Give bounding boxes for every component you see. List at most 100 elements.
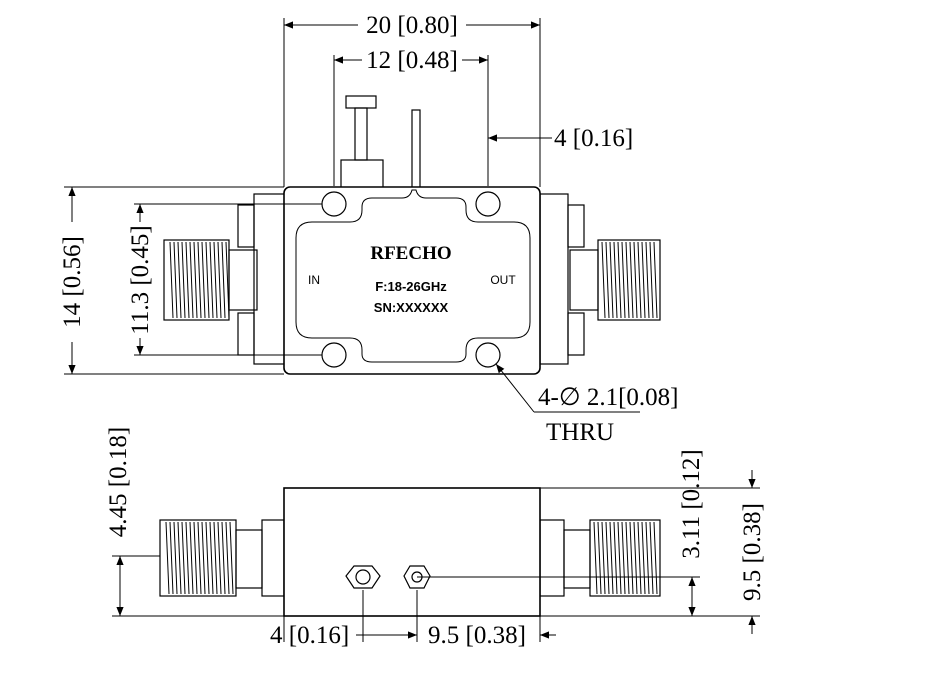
thread-line [197,521,202,595]
feedthrough-pin [411,109,421,189]
thread-line [617,521,622,595]
thread-line [629,521,634,595]
thread-line [633,241,638,319]
thread-line [217,241,222,319]
thread-line [653,241,658,319]
thread-line [613,521,618,595]
thread-line [605,521,610,595]
thread-left-side [165,521,234,595]
top-view: RFECHO F:18-26GHz SN:XXXXXX IN OUT [163,95,661,375]
brand-label: RFECHO [370,243,451,264]
dim-hole-spacing-y-text: 11.3 [0.45] [127,225,154,334]
bias-terminal [340,95,384,189]
thread-line [649,241,654,319]
thread-left-top [169,241,230,319]
thread-line [177,521,182,595]
side-view [159,487,700,617]
dim-hole-edge-offset: 4 [0.16] [488,125,633,152]
thread-line [625,241,630,319]
thread-line [621,241,626,319]
thread-line [649,521,654,595]
thread-line [621,521,626,595]
housing-side [283,487,541,617]
dim-bias-offset-text: 4 [0.16] [270,622,349,649]
dim-overall-length: 20 [0.80] [283,12,541,187]
serial-label: SN:XXXXXX [374,300,449,315]
dim-overall-width-text: 14 [0.56] [59,236,86,328]
thread-line [181,521,186,595]
left-connector-top [163,193,287,365]
thread-line [173,241,178,319]
dim-hole-spacing-y: 11.3 [0.45] [127,203,322,356]
right-connector-side [539,519,661,597]
dim-overall-length-text: 20 [0.80] [366,12,458,39]
right-connector-top [539,193,661,365]
port-in-label: IN [308,273,320,287]
thread-line [637,521,642,595]
left-connector-side [159,519,285,597]
dim-pin-height: 3.11 [0.12] [540,449,760,617]
thread-line [221,241,226,319]
hole-callout-note: THRU [546,419,614,446]
thread-line [185,521,190,595]
thread-line [225,521,230,595]
bias-terminal-side [345,565,381,589]
thread-line [633,521,638,595]
thread-line [217,521,222,595]
cavity-outline [295,189,531,363]
thread-line [641,241,646,319]
thread-line [189,521,194,595]
mount-hole [475,191,501,217]
bias-terminal-side-inner [355,569,371,585]
thread-line [193,521,198,595]
dim-pin-height-text: 3.11 [0.12] [678,449,705,558]
thread-line [177,241,182,319]
thread-line [601,521,606,595]
thread-line [605,241,610,319]
feedthrough-pin-side [403,565,431,589]
dim-hole-spacing-x-text: 12 [0.48] [366,47,458,74]
thread-line [597,521,602,595]
thread-line [209,521,214,595]
thread-line [229,521,234,595]
dim-overall-height: 9.5 [0.38] [540,470,766,634]
thread-line [641,521,646,595]
thread-line [645,241,650,319]
thread-line [225,241,230,319]
thread-line [617,241,622,319]
thread-line [181,241,186,319]
dim-overall-height-text: 9.5 [0.38] [739,503,766,601]
dim-connector-height: 4.45 [0.18] [105,427,284,617]
port-out-label: OUT [490,273,516,287]
thread-line [637,241,642,319]
hole-callout-text: 4-∅ 2.1[0.08] [538,384,679,411]
dim-connector-height-text: 4.45 [0.18] [105,427,132,537]
dim-bias-offset: 4 [0.16] 9.5 [0.38] [270,590,556,649]
thread-line [201,241,206,319]
thread-line [193,241,198,319]
thread-line [189,241,194,319]
dim-hole-edge-offset-text: 4 [0.16] [554,125,633,152]
frequency-label: F:18-26GHz [375,279,447,294]
thread-line [213,241,218,319]
thread-right-top [601,241,658,319]
thread-line [173,521,178,595]
thread-line [169,241,174,319]
thread-line [601,241,606,319]
thread-line [165,521,170,595]
hole-callout: 4-∅ 2.1[0.08] THRU [495,363,679,446]
thread-line [197,241,202,319]
thread-right-side [593,521,658,595]
thread-line [169,521,174,595]
housing-top [283,186,541,375]
dim-hole-spacing-x: 12 [0.48] [333,47,489,186]
thread-line [221,521,226,595]
thread-line [201,521,206,595]
dim-overall-width: 14 [0.56] [59,186,284,375]
dim-bias-spacing-text: 9.5 [0.38] [428,622,526,649]
thread-line [205,521,210,595]
thread-line [629,241,634,319]
thread-line [625,521,630,595]
thread-line [593,521,598,595]
